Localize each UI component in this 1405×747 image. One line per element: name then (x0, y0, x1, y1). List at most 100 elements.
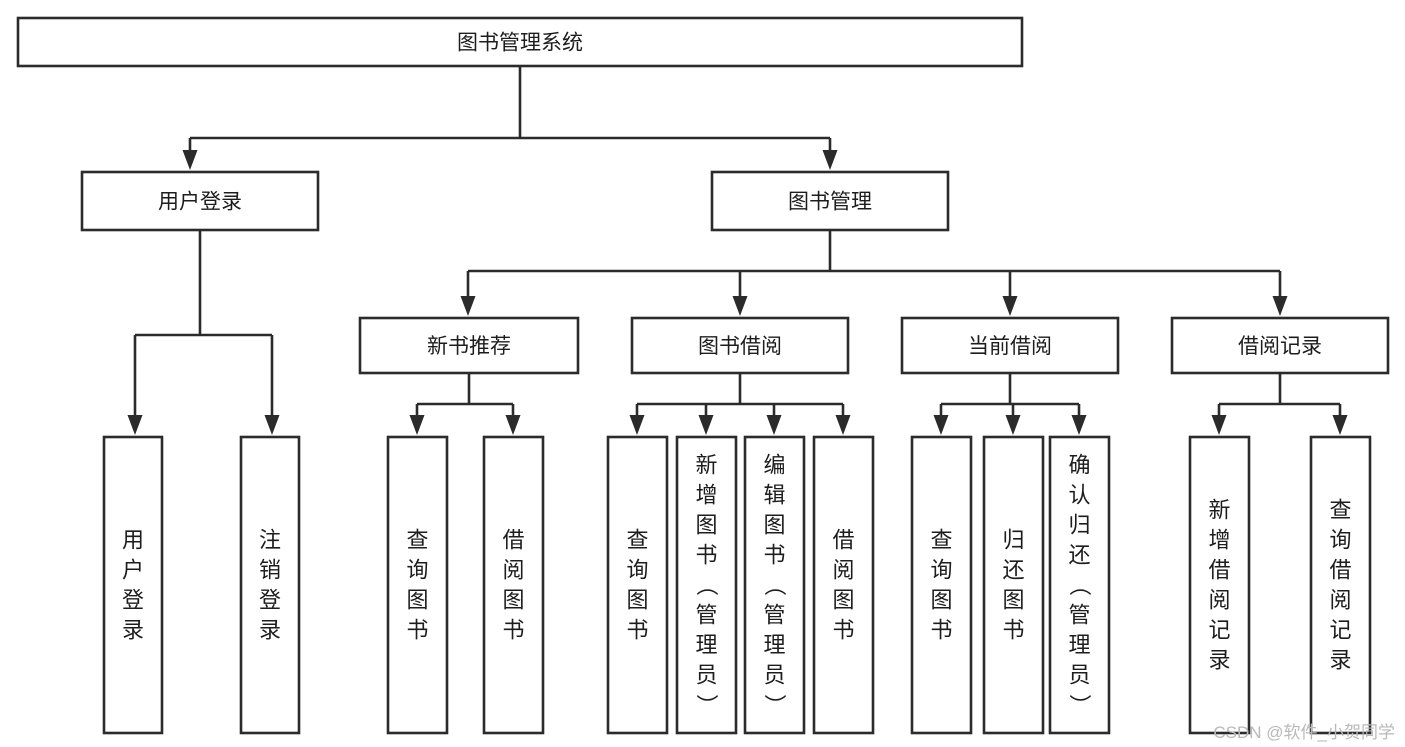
node-label-char: 登 (259, 588, 281, 613)
arrow-head-icon (732, 296, 748, 316)
node-box[interactable] (482, 435, 545, 735)
arrow-head-icon (409, 415, 425, 435)
node-book-borrowing[interactable]: 图书借阅 (630, 316, 850, 375)
node-label-char: 员 (1068, 663, 1090, 688)
node-box[interactable] (606, 435, 669, 735)
node-box[interactable] (1188, 435, 1251, 735)
node-label-char: 书 (502, 618, 524, 643)
node-box[interactable] (1170, 316, 1390, 375)
node-box[interactable] (630, 316, 850, 375)
node-box[interactable] (1048, 435, 1111, 735)
node-label: 用户登录 (158, 191, 242, 214)
node-root[interactable]: 图书管理系统 (16, 16, 1024, 68)
node-label-char: 书 (832, 618, 854, 643)
node-layer: 图书管理系统用户登录用户登录注销登录图书管理新书推荐查询图书借阅图书图书借阅查询… (16, 16, 1390, 735)
arrow-head-icon (127, 415, 143, 435)
node-user-login[interactable]: 用户登录 (80, 170, 320, 232)
node-box[interactable] (900, 316, 1120, 375)
node-box[interactable] (675, 435, 738, 735)
node-label-char: 还 (1068, 543, 1090, 568)
arrowhead-layer (127, 150, 1348, 435)
node-label: 新书推荐 (427, 335, 511, 358)
node-box[interactable] (386, 435, 449, 735)
node-label-char: 理 (1068, 633, 1090, 658)
node-label-char: 查 (406, 528, 428, 553)
node-label-char: 图 (930, 588, 952, 613)
arrow-head-icon (1332, 415, 1348, 435)
node-label-char: 图 (406, 588, 428, 613)
node-label-char: 理 (763, 633, 785, 658)
arrow-head-icon (1005, 415, 1021, 435)
arrow-head-icon (1272, 296, 1288, 316)
node-label-char: ） (762, 694, 787, 716)
node-label-char: 图 (1002, 588, 1024, 613)
node-label-char: 图 (626, 588, 648, 613)
arrow-head-icon (933, 415, 949, 435)
node-box[interactable] (16, 16, 1024, 68)
arrow-head-icon (766, 415, 782, 435)
node-label-char: 书 (1002, 618, 1024, 643)
node-label-char: 询 (930, 558, 952, 583)
node-box[interactable] (358, 316, 580, 375)
arrow-head-icon (505, 415, 521, 435)
node-label-char: 新 (1208, 498, 1230, 523)
node-current-borrowing[interactable]: 当前借阅 (900, 316, 1120, 375)
node-label: 图书借阅 (698, 335, 782, 358)
node-label-char: 书 (695, 543, 717, 568)
node-label-char: 辑 (763, 483, 785, 508)
node-label-char: 认 (1068, 483, 1090, 508)
arrow-head-icon (822, 150, 838, 170)
arrow-head-icon (264, 415, 280, 435)
node-box[interactable] (1309, 435, 1372, 735)
node-box[interactable] (743, 435, 806, 735)
node-label-char: 查 (626, 528, 648, 553)
node-borrow-records[interactable]: 借阅记录 (1170, 316, 1390, 375)
node-label-char: 借 (832, 528, 854, 553)
node-label-char: 销 (259, 558, 281, 583)
node-label-char: 新 (695, 453, 717, 478)
node-box[interactable] (982, 435, 1045, 735)
node-label-char: 询 (1329, 528, 1351, 553)
node-label: 借阅记录 (1238, 335, 1322, 358)
node-label: 图书管理 (788, 191, 872, 214)
node-label-char: 图 (763, 513, 785, 538)
node-label-char: 归 (1002, 528, 1024, 553)
node-user-login-leaf[interactable]: 用户登录 (102, 435, 164, 735)
node-label-char: 归 (1068, 513, 1090, 538)
node-label-char: 还 (1002, 558, 1024, 583)
node-label-char: 图 (832, 588, 854, 613)
node-box[interactable] (710, 170, 950, 232)
node-box[interactable] (80, 170, 320, 232)
node-new-book-recommend[interactable]: 新书推荐 (358, 316, 580, 375)
node-box[interactable] (910, 435, 973, 735)
node-label-char: 记 (1208, 618, 1230, 643)
node-label-char: 书 (626, 618, 648, 643)
node-label-char: 阅 (1329, 588, 1351, 613)
node-label-char: 确 (1068, 453, 1090, 478)
node-label-char: 借 (502, 528, 524, 553)
node-book-management[interactable]: 图书管理 (710, 170, 950, 232)
arrow-head-icon (182, 150, 198, 170)
node-label-char: 借 (1329, 558, 1351, 583)
node-label-char: （ (1067, 574, 1092, 596)
node-label-char: 编 (763, 453, 785, 478)
node-label-char: 询 (626, 558, 648, 583)
node-box[interactable] (102, 435, 164, 735)
node-label-char: 户 (122, 558, 144, 583)
node-box[interactable] (239, 435, 301, 735)
node-box[interactable] (812, 435, 875, 735)
